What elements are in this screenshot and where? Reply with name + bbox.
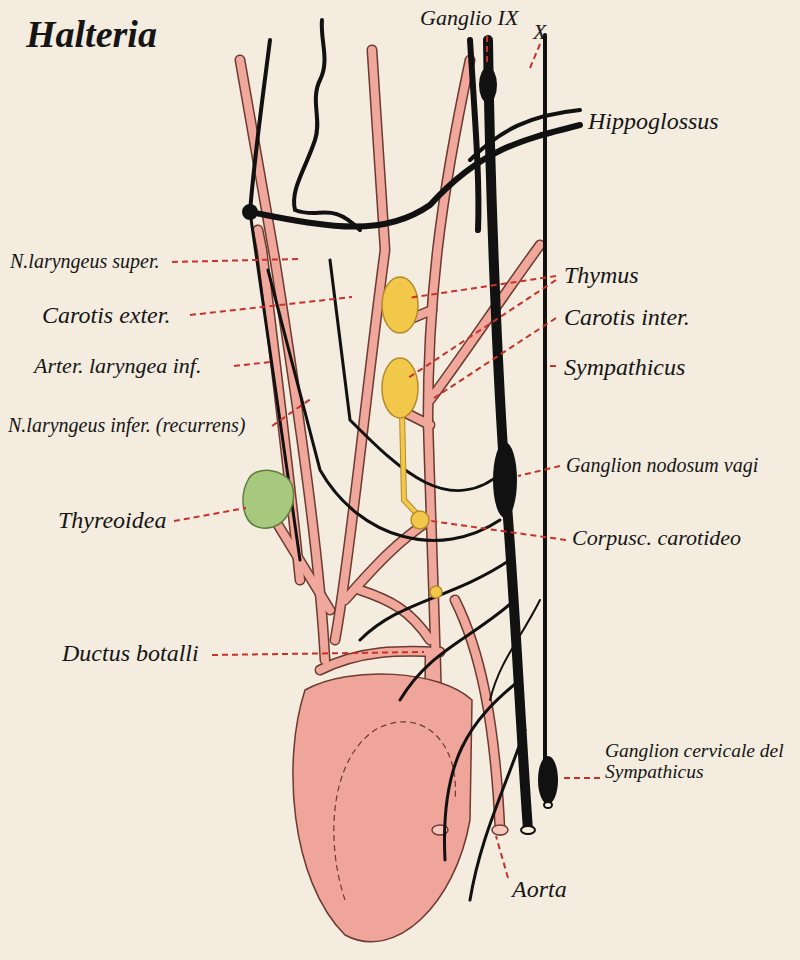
part-label: Ductus botalli bbox=[62, 640, 199, 666]
part-label: Ganglio IX bbox=[420, 6, 518, 30]
carotid-body bbox=[411, 511, 429, 529]
ganglion-ix bbox=[479, 67, 497, 103]
part-label: Carotis exter. bbox=[42, 302, 170, 328]
part-label: Corpusc. carotideo bbox=[572, 526, 741, 550]
part-label: Ganglion nodosum vagi bbox=[566, 454, 758, 476]
thyroid bbox=[243, 470, 293, 528]
part-label: Carotis inter. bbox=[564, 304, 690, 330]
part-label: X bbox=[533, 20, 546, 44]
part-label: N.laryngeus infer. (recurrens) bbox=[8, 414, 245, 436]
part-label: N.laryngeus super. bbox=[10, 250, 159, 272]
nerve-end bbox=[544, 802, 552, 808]
leader-lines bbox=[172, 36, 600, 878]
part-label: Ganglion cervicale del Sympathicus bbox=[605, 740, 795, 783]
thymus bbox=[382, 358, 418, 418]
part-label: Sympathicus bbox=[564, 354, 685, 380]
vessel-end bbox=[492, 825, 508, 835]
title: Halteria bbox=[26, 14, 157, 56]
part-label: Aorta bbox=[512, 876, 567, 902]
part-label: Hippoglossus bbox=[588, 108, 719, 134]
thymus-stalk bbox=[402, 412, 418, 515]
part-label: Thymus bbox=[564, 262, 639, 288]
ganglion-cervicale bbox=[538, 756, 558, 804]
ganglion-nodosum bbox=[493, 442, 517, 518]
part-label: Thyreoidea bbox=[58, 507, 166, 533]
heart-inner-line bbox=[334, 722, 456, 900]
part-label: Arter. laryngea inf. bbox=[34, 354, 201, 378]
nerve-end bbox=[521, 826, 535, 834]
nerves bbox=[250, 20, 580, 900]
carotid-body bbox=[430, 586, 442, 598]
thymus bbox=[382, 277, 418, 333]
thymus-stalk bbox=[402, 412, 418, 515]
ganglion bbox=[242, 204, 258, 220]
